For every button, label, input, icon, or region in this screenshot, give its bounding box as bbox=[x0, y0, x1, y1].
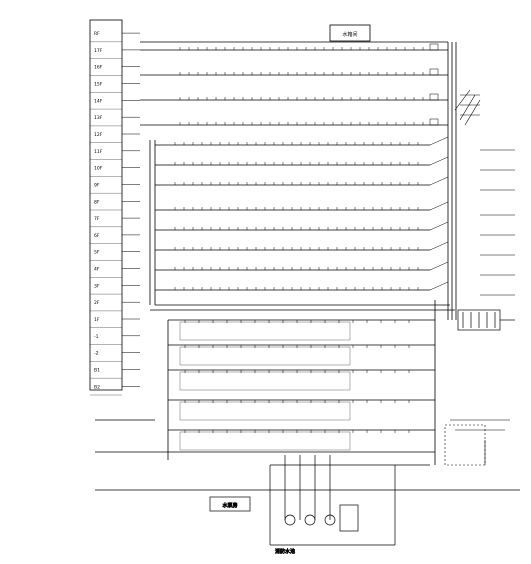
floor-valve bbox=[429, 118, 439, 126]
floor-label: 14F bbox=[94, 98, 103, 104]
floor-label: B2 bbox=[94, 384, 100, 390]
floor-label: 2F bbox=[94, 300, 100, 306]
outdoor-connection-assembly bbox=[444, 419, 510, 466]
tag-diagonal bbox=[459, 94, 476, 121]
floor-label: 8F bbox=[94, 199, 100, 205]
floor-label: 3F bbox=[94, 283, 100, 289]
pump-room-label: 水泵房 bbox=[222, 502, 237, 509]
zone-outline bbox=[179, 401, 351, 421]
floor-label-column bbox=[89, 19, 123, 391]
floor-label: 6F bbox=[94, 233, 100, 239]
floor-label: 16F bbox=[94, 65, 103, 71]
floor-label: 12F bbox=[94, 132, 103, 138]
basement-branches bbox=[168, 319, 435, 451]
floor-label: 1F bbox=[94, 317, 100, 323]
zone-outline bbox=[179, 371, 351, 391]
zone-outline bbox=[179, 321, 351, 341]
top-box-outline bbox=[329, 24, 371, 42]
connection-dashed-box bbox=[444, 424, 486, 466]
branch-connector bbox=[429, 281, 449, 291]
inlet-lines bbox=[95, 419, 520, 491]
floor-label: -1 bbox=[94, 334, 99, 340]
pump-room-tag bbox=[209, 496, 251, 512]
floor-label: 5F bbox=[94, 250, 100, 256]
floor-label: 15F bbox=[94, 82, 103, 88]
tank-label: 消防水池 bbox=[275, 548, 295, 555]
floor-label: 11F bbox=[94, 149, 103, 155]
tag-diagonal bbox=[454, 89, 471, 111]
branch-connector bbox=[429, 176, 449, 186]
top-water-tank-box: 水箱间 bbox=[329, 24, 371, 42]
right-side-tags bbox=[454, 89, 481, 126]
floor-label: 13F bbox=[94, 115, 103, 121]
floor-label: 7F bbox=[94, 216, 100, 222]
pump-icon bbox=[304, 514, 316, 526]
alarm-valve-group bbox=[457, 309, 515, 331]
zone-outline bbox=[179, 346, 351, 366]
floor-label: 17F bbox=[94, 48, 103, 54]
main-risers bbox=[149, 42, 457, 465]
pressure-tank-icon bbox=[339, 504, 359, 532]
floor-column-border bbox=[89, 19, 123, 391]
floor-label: RF bbox=[94, 31, 100, 37]
pump-room: 水泵房 消防水池 bbox=[209, 455, 430, 555]
branch-connector bbox=[429, 221, 449, 231]
tag-diagonal bbox=[464, 99, 481, 126]
floor-valve bbox=[429, 43, 439, 51]
floor-label: 10F bbox=[94, 166, 103, 172]
floor-valve bbox=[429, 68, 439, 76]
floor-label: -2 bbox=[94, 351, 99, 357]
floor-label: 4F bbox=[94, 267, 100, 273]
pump-icon bbox=[324, 514, 336, 526]
zone-outline bbox=[179, 431, 351, 451]
floor-label: 9F bbox=[94, 182, 100, 188]
floor-valve bbox=[429, 93, 439, 101]
branch-connector bbox=[429, 136, 449, 146]
floor-label: B1 bbox=[94, 367, 100, 373]
floor-labels: RF 17F 16F 15F 14F 13F 12F 11F 10F 9F 8F 7F 6F 5F 4F 3F… bbox=[90, 31, 140, 396]
sprinkler-branches bbox=[140, 41, 515, 296]
branch-connector bbox=[429, 156, 449, 166]
branch-connector bbox=[429, 201, 449, 211]
top-box-label: 水箱间 bbox=[342, 31, 357, 38]
branch-connector bbox=[429, 261, 449, 271]
branch-connector bbox=[429, 241, 449, 251]
pump-icon bbox=[284, 514, 296, 526]
